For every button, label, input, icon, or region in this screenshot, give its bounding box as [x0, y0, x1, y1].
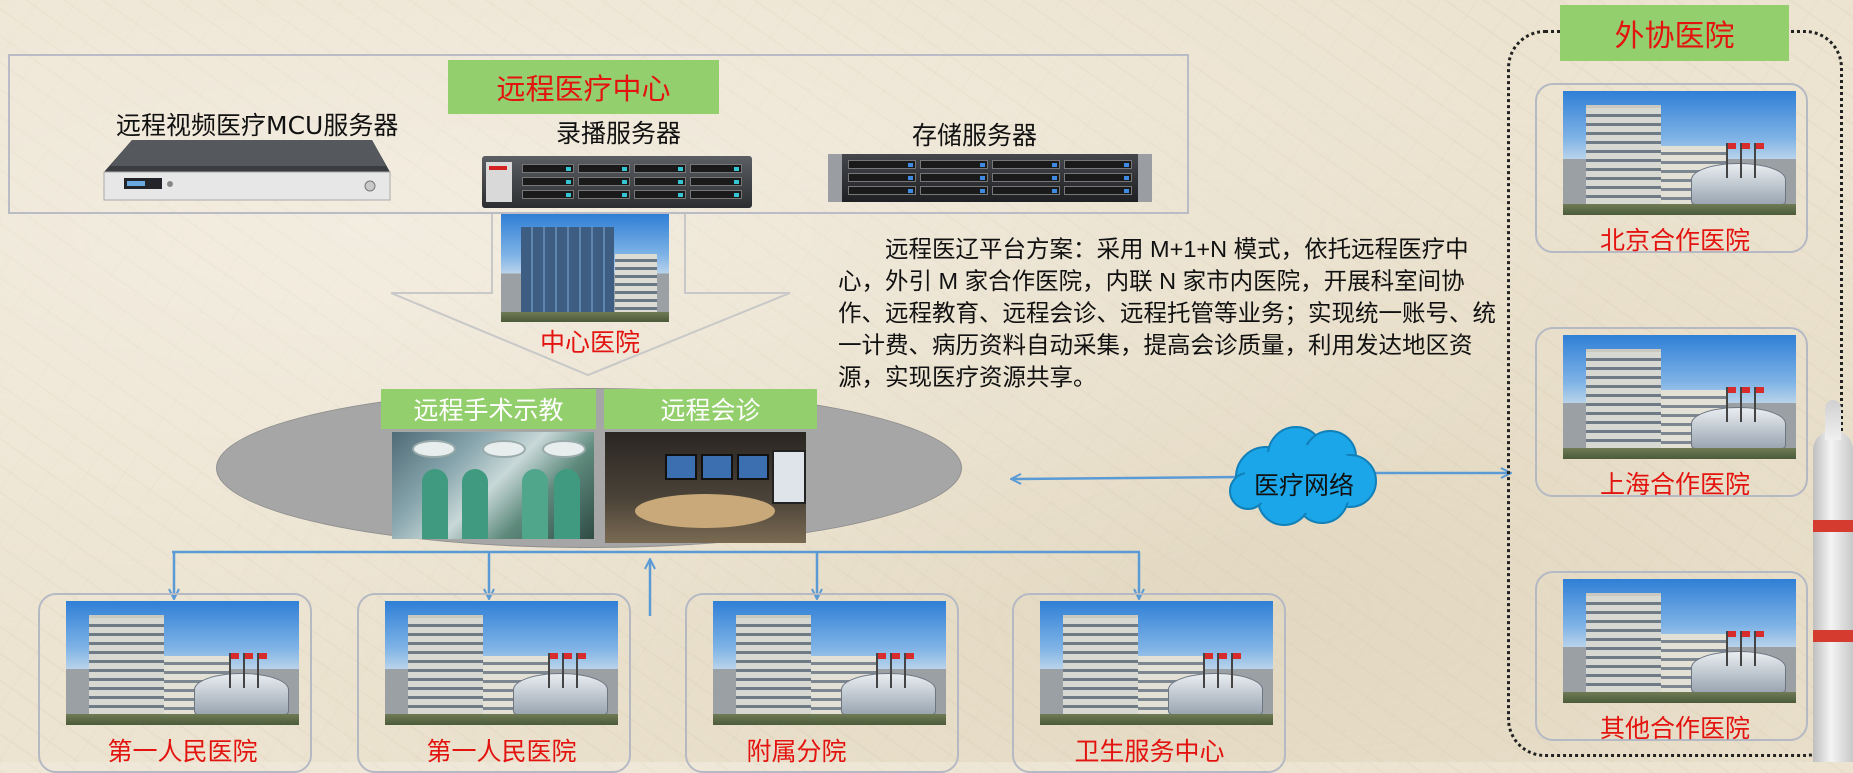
drive-bay	[578, 190, 630, 199]
drive-bay	[1064, 186, 1132, 195]
consultation-photo	[605, 432, 806, 543]
funnel-taper	[390, 292, 791, 377]
rocket-icon	[1813, 400, 1853, 762]
drive-bay	[1064, 160, 1132, 169]
server-frame	[8, 54, 1189, 214]
external-hospital-photo	[1563, 91, 1796, 215]
external-hospital-photo	[1563, 335, 1796, 459]
drive-bay	[1064, 173, 1132, 182]
drive-bay	[634, 164, 686, 173]
drive-bay	[992, 186, 1060, 195]
external-hospital-card	[1535, 571, 1808, 741]
external-hospital-card	[1535, 83, 1808, 253]
funnel-outline	[391, 214, 493, 294]
description-text: 远程医辽平台方案：采用 M+1+N 模式，依托远程医疗中心，外引 M 家合作医院…	[838, 236, 1496, 390]
local-hospital-label: 卫生服务中心	[1074, 737, 1225, 766]
local-hospital-photo	[1040, 601, 1273, 725]
local-hospital-photo	[713, 601, 946, 725]
drive-bay	[522, 164, 574, 173]
drive-bay	[690, 164, 742, 173]
drive-bay	[992, 160, 1060, 169]
drive-bay	[848, 186, 916, 195]
drive-bay	[690, 190, 742, 199]
storage-server-label: 存储服务器	[912, 121, 1038, 150]
funnel-outline-right	[684, 214, 790, 294]
recording-server-icon	[482, 156, 752, 208]
drive-bay	[522, 190, 574, 199]
local-hospital-photo	[66, 601, 299, 725]
network-label: 医疗网络	[1253, 471, 1354, 500]
local-hospital-label: 第一人民医院	[107, 737, 258, 766]
local-hospital-label: 附属分院	[746, 737, 847, 766]
external-hospital-label: 其他合作医院	[1599, 714, 1750, 743]
drive-bay	[578, 164, 630, 173]
drive-bay	[920, 160, 988, 169]
drive-bay	[920, 186, 988, 195]
external-hospital-label: 北京合作医院	[1599, 226, 1750, 255]
mcu-server-label: 远程视频医疗MCU服务器	[116, 111, 399, 140]
recording-server-label: 录播服务器	[556, 119, 682, 148]
center-hospital-label: 中心医院	[539, 328, 640, 357]
drive-bay	[992, 173, 1060, 182]
local-hospital-label: 第一人民医院	[426, 737, 577, 766]
external-hospital-label: 上海合作医院	[1599, 470, 1750, 499]
drive-bay	[634, 190, 686, 199]
center-title: 远程医疗中心	[448, 60, 719, 114]
drive-bay	[634, 177, 686, 186]
arrow-network-left	[1012, 477, 1241, 479]
drive-bay	[522, 177, 574, 186]
external-hospital-photo	[1563, 579, 1796, 703]
surgery-teaching-tag: 远程手术示教	[381, 389, 596, 429]
consultation-tag: 远程会诊	[604, 389, 817, 429]
drive-bay	[848, 160, 916, 169]
external-title: 外协医院	[1560, 5, 1789, 61]
mcu-server-icon	[103, 140, 391, 201]
center-hospital-photo	[501, 214, 669, 322]
storage-server-icon	[828, 154, 1152, 202]
drive-bay	[848, 173, 916, 182]
drive-bay	[690, 177, 742, 186]
platform-description: 远程医辽平台方案：采用 M+1+N 模式，依托远程医疗中心，外引 M 家合作医院…	[838, 233, 1498, 393]
local-hospital-photo	[385, 601, 618, 725]
drive-bay	[578, 177, 630, 186]
drive-bay	[920, 173, 988, 182]
external-hospital-card	[1535, 327, 1808, 497]
cloud-icon	[1229, 426, 1377, 526]
surgery-teaching-photo	[392, 432, 594, 539]
